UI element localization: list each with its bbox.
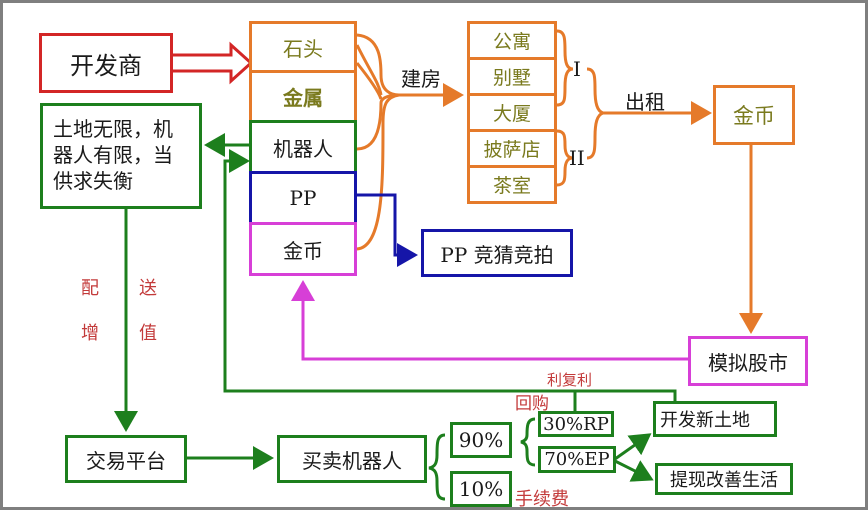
rent-gold-box: 金币 <box>713 85 795 145</box>
build-feeder-curves <box>355 33 400 251</box>
buy-sell-robot-label: 买卖机器人 <box>302 448 402 473</box>
building-pizzeria-label: 披萨店 <box>483 139 541 161</box>
new-land-box: 开发新土地 <box>653 401 777 437</box>
compound-loop <box>575 389 677 403</box>
resource-metal-label: 金属 <box>283 86 323 110</box>
resource-stone: 石头 <box>249 21 357 73</box>
new-land-label: 开发新土地 <box>660 410 750 431</box>
rp-box: 30%RP <box>538 411 614 437</box>
buyback-loop <box>223 149 577 413</box>
building-teahouse: 茶室 <box>467 165 557 204</box>
rent-label: 出租 <box>625 90 665 114</box>
trading-platform-box: 交易平台 <box>65 435 187 483</box>
building-villa: 别墅 <box>467 57 557 96</box>
ep-to-withdraw-arrow <box>614 459 654 482</box>
split-10-box: 10% <box>450 471 512 507</box>
building-apartment: 公寓 <box>467 21 557 60</box>
resource-pp-label: PP <box>289 186 317 210</box>
building-tower-label: 大厦 <box>492 103 531 125</box>
resource-pp: PP <box>249 171 357 225</box>
imbalance-note-text: 土地无限，机器人有限，当供求失衡 <box>53 117 173 193</box>
ep-to-newland-arrow <box>614 433 652 461</box>
compound-label: 利复利 <box>547 371 593 389</box>
building-teahouse-label: 茶室 <box>492 175 531 197</box>
building-pizzeria: 披萨店 <box>467 129 557 168</box>
ep-box: 70%EP <box>538 446 616 473</box>
withdraw-box: 提现改善生活 <box>655 463 793 495</box>
resource-metal: 金属 <box>249 70 357 123</box>
developer-box: 开发商 <box>39 33 173 93</box>
group-2-label: II <box>569 146 585 170</box>
imbalance-note-box: 土地无限，机器人有限，当供求失衡 <box>40 103 202 209</box>
pp-auction-box: PP 竞猜竞拍 <box>421 229 573 277</box>
resource-gold: 金币 <box>249 222 357 276</box>
build-label: 建房 <box>401 67 441 91</box>
trading-platform-label: 交易平台 <box>86 448 166 473</box>
resource-stone-label: 石头 <box>283 36 323 61</box>
building-tower: 大厦 <box>467 93 557 132</box>
rent-gold-label: 金币 <box>733 104 775 128</box>
pp-to-auction-arrow <box>355 193 418 267</box>
pp-auction-label: PP 竞猜竞拍 <box>440 242 554 267</box>
connector-layer <box>114 29 763 501</box>
stock-market-label: 模拟股市 <box>708 350 788 375</box>
building-apartment-label: 公寓 <box>492 31 531 53</box>
group-1-label: I <box>573 57 581 81</box>
side-label-song: 送 <box>139 278 157 299</box>
building-villa-label: 别墅 <box>492 67 531 89</box>
stock-market-box: 模拟股市 <box>688 336 808 386</box>
developer-arrow <box>163 41 254 85</box>
split-braces <box>428 417 536 501</box>
split-10-label: 10% <box>458 477 504 501</box>
fee-label: 手续费 <box>515 489 569 510</box>
buy-sell-robot-box: 买卖机器人 <box>277 435 427 483</box>
buyback-label: 回购 <box>515 394 549 414</box>
developer-label: 开发商 <box>70 51 142 80</box>
resource-robot-label: 机器人 <box>273 136 333 161</box>
side-label-pei: 配 <box>81 278 99 299</box>
resource-robot: 机器人 <box>249 120 357 174</box>
split-90-label: 90% <box>458 428 504 452</box>
rp-label: 30%RP <box>543 413 609 435</box>
split-90-box: 90% <box>450 422 512 458</box>
ep-label: 70%EP <box>544 449 610 470</box>
side-label-zeng: 增 <box>81 323 99 344</box>
withdraw-label: 提现改善生活 <box>670 470 778 491</box>
stock-to-gold-arrow <box>291 280 689 361</box>
resource-gold-label: 金币 <box>283 238 323 263</box>
side-label-zhi: 值 <box>139 323 157 344</box>
